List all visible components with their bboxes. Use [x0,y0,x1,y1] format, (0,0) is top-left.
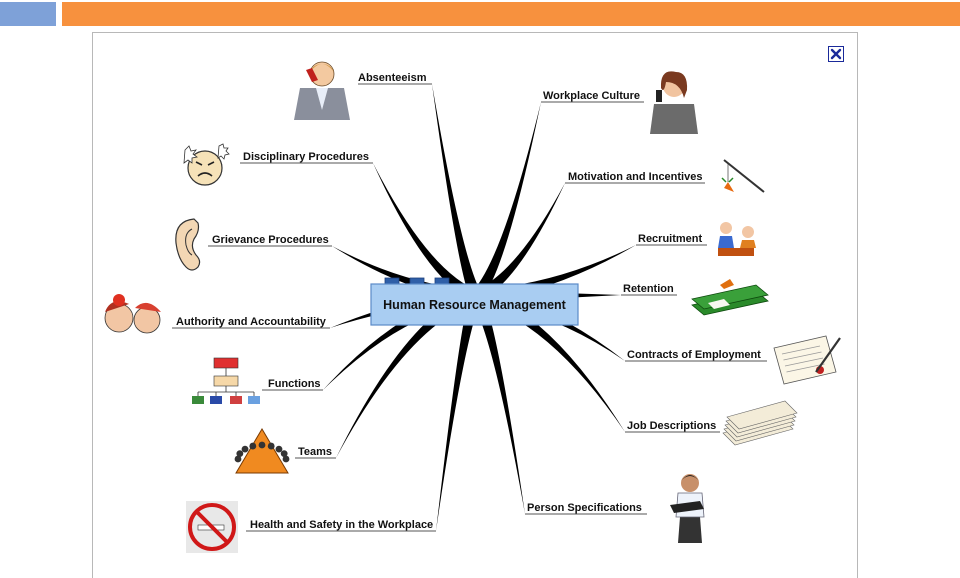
angry-face-icon [183,143,230,186]
header-accent-left [0,2,56,26]
branch-line [436,294,483,531]
branch-label[interactable]: Person Specifications [527,502,642,514]
branch-label[interactable]: Motivation and Incentives [568,171,702,183]
branch-icons [104,61,841,553]
branch-line [469,294,525,514]
center-node-label: Human Resource Management [383,298,567,312]
contract-pen-icon [773,335,841,385]
branch-label[interactable]: Functions [268,378,321,390]
arguing-faces-icon [104,294,161,334]
phone-woman-icon [650,71,698,134]
branch-label[interactable]: Workplace Culture [543,90,640,102]
phone-man-icon [294,61,350,120]
branch-label[interactable]: Absenteeism [358,72,427,84]
branch-label[interactable]: Retention [623,283,674,295]
branch-label[interactable]: Teams [298,446,332,458]
branch-label[interactable]: Authority and Accountability [176,316,327,328]
center-node[interactable]: Human Resource Management [370,277,579,326]
paper-stack-icon [722,400,798,446]
branch-label[interactable]: Health and Safety in the Workplace [250,519,433,531]
laptop-man-icon [670,474,705,543]
close-button[interactable] [828,46,844,62]
org-chart-icon [192,357,260,404]
no-smoking-icon [186,501,238,553]
branch-line [469,102,541,299]
branch-label[interactable]: Recruitment [638,233,703,245]
branch-label[interactable]: Job Descriptions [627,420,716,432]
branch-label[interactable]: Grievance Procedures [212,234,329,246]
ear-icon [175,218,201,271]
interview-icon [718,222,756,256]
header-accent-bar [62,2,960,26]
close-icon [830,48,842,60]
branch-label[interactable]: Contracts of Employment [627,349,761,361]
branch-label[interactable]: Disciplinary Procedures [243,151,369,163]
team-cone-icon [234,428,290,474]
carrot-stick-icon [721,159,765,193]
money-stack-icon [691,279,769,316]
